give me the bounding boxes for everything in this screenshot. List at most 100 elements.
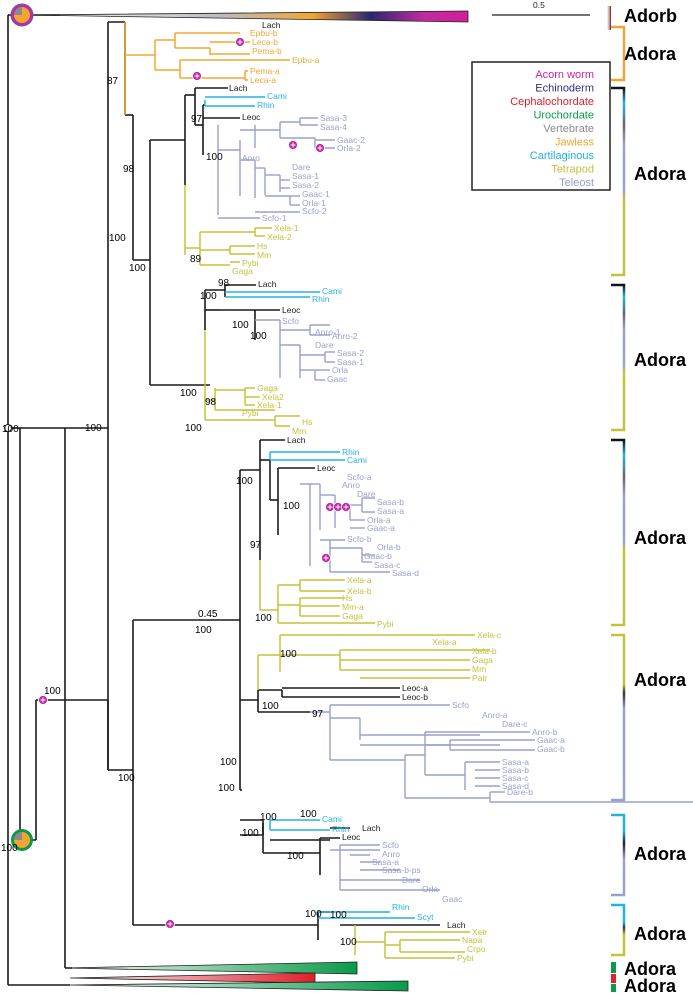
leaf-label: Leoc [242, 112, 261, 122]
leaf-label: Mm [472, 664, 486, 674]
leaf-label: Leoc [317, 463, 336, 473]
leaf-label: Mm [292, 426, 306, 436]
leaf-label: Gaac-a [367, 523, 395, 533]
leaf-label: Pema-a [250, 66, 280, 76]
leaf-label: Anro-1 [315, 327, 341, 337]
leaf-label: Dare [315, 340, 334, 350]
clade-label-4: Adora [634, 670, 687, 690]
leaf-label: Cami [267, 91, 287, 101]
leaf-label: Dare-c [502, 719, 528, 729]
leaf-label: Scfo-2 [302, 206, 327, 216]
leaf-label: Xela-a [432, 637, 457, 647]
support-values: 1001008798100971008910098100100100981001… [1, 76, 357, 948]
leaf-label: Mm [257, 250, 271, 260]
support-value: 100 [255, 613, 272, 624]
support-value: 0.45 [198, 609, 218, 620]
leaf-label: Gaac-2 [337, 135, 365, 145]
support-value: 100 [236, 476, 253, 487]
leaf-label: Sasa-2 [292, 180, 319, 190]
legend-item: Cartilaginous [530, 150, 595, 162]
support-value: 100 [129, 263, 146, 274]
leaf-label: Orla-1 [302, 198, 326, 208]
leaf-label: Anro-a [482, 710, 508, 720]
leaf-label: Orla-a [367, 515, 391, 525]
leaf-label: Epbu-a [292, 55, 320, 65]
leaf-label: Xela-1 [257, 400, 282, 410]
support-value: 100 [260, 812, 277, 823]
leaf-label: Sasa-b [502, 765, 529, 775]
leaf-label: Scfo [382, 840, 399, 850]
leaf-label: Xela-a [347, 575, 372, 585]
leaf-label: Anro-b [532, 727, 558, 737]
leaf-label: Rhin [342, 447, 360, 457]
leaf-label: Gaac [327, 374, 348, 384]
leaf-label: Orla-b [377, 542, 401, 552]
leaf-label: Crpo [467, 944, 486, 954]
leaf-label: Pybi [242, 258, 259, 268]
support-value: 100 [195, 625, 212, 636]
support-value: 100 [300, 809, 317, 820]
leaf-label: Sasa-a [372, 857, 399, 867]
leaf-label: Xela-b [347, 586, 372, 596]
support-value: 87 [107, 76, 119, 87]
leaf-label: Dare [402, 875, 421, 885]
support-value: 100 [287, 851, 304, 862]
leaf-label: Sasa-3 [320, 113, 347, 123]
leaf-label: Pema-b [252, 46, 282, 56]
support-value: 100 [262, 701, 279, 712]
support-value: 100 [185, 423, 202, 434]
leaf-label: Rhin [392, 902, 410, 912]
leaf-label: Rhin [332, 824, 350, 834]
support-value: 98 [123, 164, 135, 175]
legend-item: Urochordate [533, 110, 594, 122]
leaf-label: Xela-c [477, 630, 502, 640]
legend-item: Echinoderm [535, 83, 594, 95]
support-value: 100 [206, 152, 223, 163]
scale-bar-label: 0.5 [533, 0, 545, 10]
leaf-label: Anro [342, 480, 360, 490]
legend-item: Vertebrate [543, 123, 594, 135]
leaf-label: Scfo [282, 316, 299, 326]
leaf-label: Gaac-1 [302, 189, 330, 199]
leaf-label: Hs [302, 417, 312, 427]
leaf-label: Gaga [232, 266, 253, 276]
leaf-label: Cami [347, 455, 367, 465]
tetrapod-branches [184, 185, 490, 959]
leaf-label: Lach [362, 823, 381, 833]
leaf-label: Anro [382, 849, 400, 859]
chordate-node-marker [11, 829, 33, 851]
leaf-label: Scfo [452, 700, 469, 710]
leaf-label: Leca-a [250, 75, 276, 85]
support-value: 100 [340, 937, 357, 948]
leaf-label: Cami [322, 286, 342, 296]
adorb-collapsed-clade [23, 10, 469, 23]
support-value: 100 [283, 501, 300, 512]
urochordate-collapsed-clade-2 [69, 980, 409, 992]
leaf-label: Xela-b [472, 646, 497, 656]
cephalochordate-collapsed-clade [69, 972, 316, 984]
clade-label-jawless: Adora [624, 44, 677, 64]
jawless-branches [124, 22, 290, 115]
clade-bars [607, 6, 626, 992]
leaf-label: Gaga [257, 383, 278, 393]
leaf-label: Epbu-b [250, 28, 278, 38]
leaf-label: Rhin [257, 100, 275, 110]
support-value: 100 [250, 331, 267, 342]
leaf-label: Sasa-c [502, 773, 529, 783]
leaf-label: Pybi [242, 408, 259, 418]
clade-label-1: Adora [634, 164, 687, 184]
leaf-label: Gaga [472, 655, 493, 665]
leaf-labels: LachEpbu-bLeca-bPema-bEpbu-aPema-aLeca-a… [229, 20, 565, 963]
clade-label-adorb: Adorb [624, 6, 677, 26]
clade-label-2: Adora [634, 350, 687, 370]
clade-label-7: Adora [624, 959, 677, 979]
support-value: 97 [312, 709, 324, 720]
leaf-label: Sasa-2 [337, 348, 364, 358]
leaf-label: Gaac-b [537, 744, 565, 754]
clade-label-5: Adora [634, 844, 687, 864]
leaf-label: Scfo-a [347, 472, 372, 482]
legend-item: Jawless [555, 137, 595, 149]
legend-item: Acorn worm [535, 69, 594, 81]
support-value: 100 [280, 649, 297, 660]
leaf-label: Lach [447, 920, 466, 930]
